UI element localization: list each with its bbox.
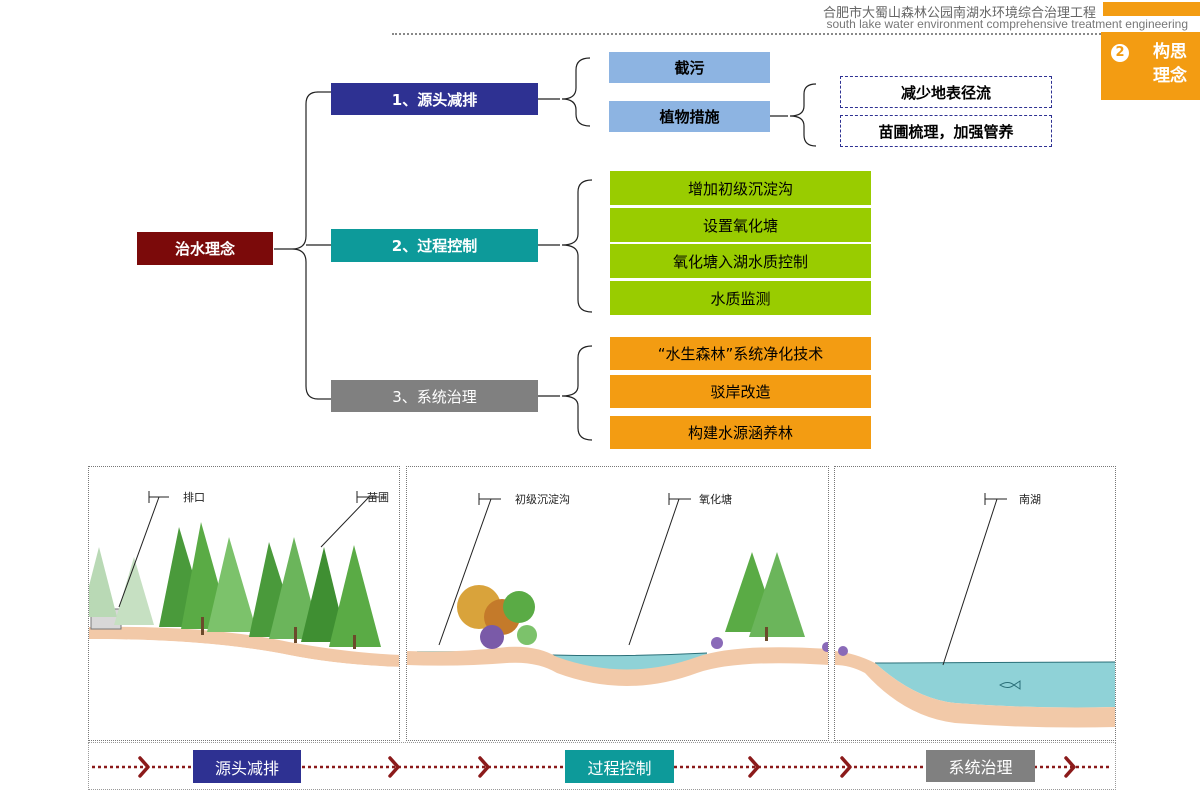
flow-chevron: [138, 756, 150, 778]
item-oxidation-pond: 设置氧化塘: [610, 208, 871, 242]
header-accent-bar: [1103, 2, 1200, 16]
flow-chevron: [478, 756, 490, 778]
annotation-oxidation-pond: 氧化塘: [699, 492, 732, 506]
ground-soil: [89, 626, 399, 667]
root-node: 治水理念: [137, 232, 273, 265]
item-sewage-interception: 截污: [609, 52, 770, 83]
flow-chevron: [388, 756, 400, 778]
annotation-south-lake: 南湖: [1019, 493, 1041, 506]
cat2-bracket: [561, 179, 593, 313]
category-process-control: 2、过程控制: [331, 229, 538, 262]
ground-soil: [835, 651, 1115, 728]
item-revetment-renovation: 驳岸改造: [610, 375, 871, 408]
subitem-reduce-runoff: 减少地表径流: [840, 76, 1052, 108]
item-sedimentation-ditch: 增加初级沉淀沟: [610, 171, 871, 205]
plant-bracket: [789, 83, 817, 147]
lake-water: [875, 662, 1115, 708]
category-source-reduction: 1、源头减排: [331, 83, 538, 115]
item-conservation-forest: 构建水源涵养林: [610, 416, 871, 449]
item-aquatic-forest: “水生森林”系统净化技术: [610, 337, 871, 370]
panel-process: 初级沉淀沟 氧化塘: [406, 466, 829, 741]
tree-group: [725, 552, 805, 641]
annotation-sediment-ditch: 初级沉淀沟: [515, 492, 570, 506]
annotation-outfall: 排口: [183, 490, 205, 504]
project-title-en: south lake water environment comprehensi…: [826, 17, 1188, 31]
cat3-bracket: [561, 345, 593, 441]
panel-source: 排口 苗圃: [88, 466, 400, 741]
subitem-nursery-management: 苗圃梳理，加强管养: [840, 115, 1052, 147]
root-bracket: [291, 91, 319, 400]
category-system-governance: 3、系统治理: [331, 380, 538, 412]
stage-flow-bar: [88, 742, 1116, 790]
flow-chevron: [748, 756, 760, 778]
panel-system: 南湖: [834, 466, 1116, 741]
shrub-group: [457, 585, 828, 652]
stage-process-control: 过程控制: [565, 750, 674, 783]
section-title: 构思理念: [1153, 42, 1187, 86]
item-plant-measures: 植物措施: [609, 101, 770, 132]
tree-connectors: [274, 57, 817, 441]
panel-source-illustration: 排口 苗圃: [89, 490, 399, 740]
fish-icon: [999, 680, 1021, 690]
ground-soil: [407, 646, 828, 686]
annotation-nursery: 苗圃: [367, 491, 389, 504]
stage-system-governance: 系统治理: [926, 750, 1035, 782]
item-inflow-quality-control: 氧化塘入湖水质控制: [610, 244, 871, 278]
panel-system-illustration: 南湖: [835, 493, 1115, 728]
tree-group: [89, 522, 381, 649]
flow-chevron: [840, 756, 852, 778]
section-badge: 2 构思理念: [1101, 32, 1200, 100]
flow-chevron: [1064, 756, 1076, 778]
cat1-bracket: [561, 57, 591, 127]
panel-process-illustration: 初级沉淀沟 氧化塘: [407, 492, 828, 686]
stage-source-reduction: 源头减排: [193, 750, 301, 783]
item-water-monitoring: 水质监测: [610, 281, 871, 315]
section-number: 2: [1111, 44, 1129, 62]
project-title-cn: 合肥市大蜀山森林公园南湖水环境综合治理工程: [822, 6, 1096, 21]
header-divider: [392, 33, 1200, 35]
